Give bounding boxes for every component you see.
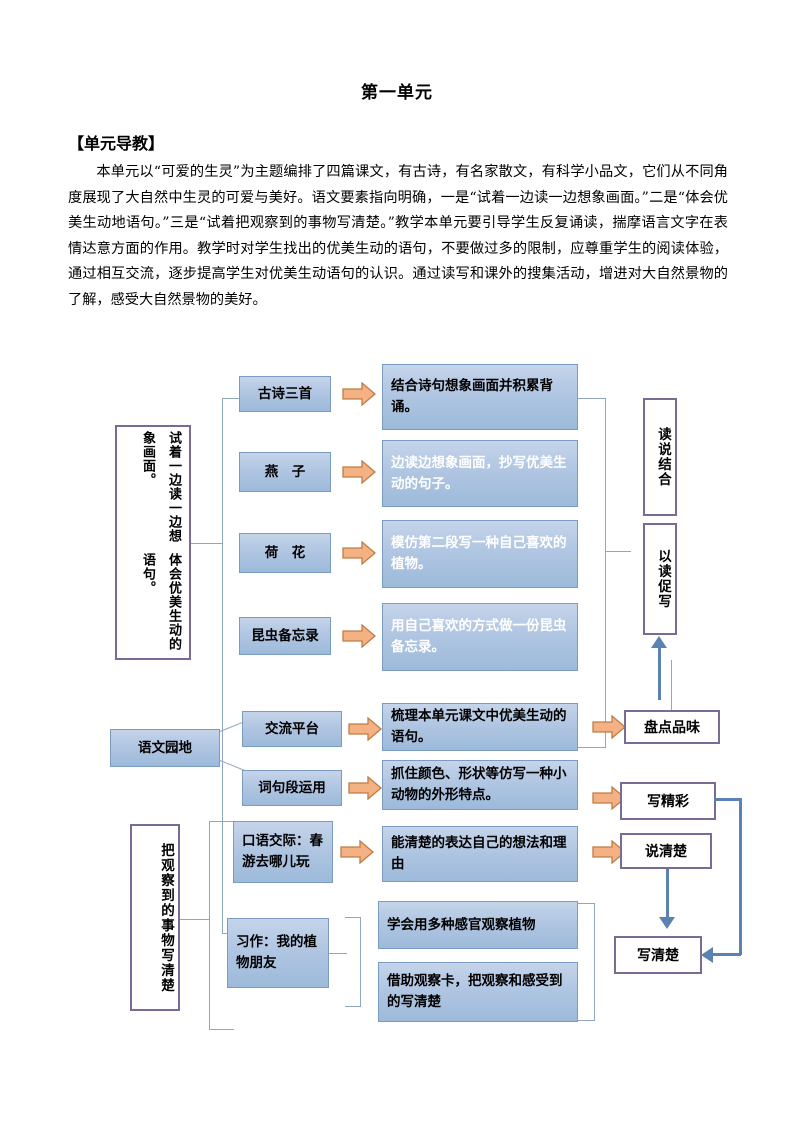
- oral-outcome-box: 能清楚的表达自己的想法和理由: [382, 826, 578, 882]
- orange-arrow-icon-1: [342, 382, 376, 406]
- connector-upper-collect-spine: [605, 398, 607, 748]
- outcome-text-1: 结合诗句想象画面并积累背诵。: [391, 378, 553, 415]
- oral-label: 口语交际：春游去哪儿玩: [242, 833, 323, 870]
- arrow-shaft-speak-to-write: [666, 869, 669, 919]
- connector-upper-collect-mid: [605, 551, 631, 553]
- garden-item-label-1: 交流平台: [265, 720, 319, 737]
- composition-outcome-box-1: 学会用多种感官观察植物: [378, 901, 578, 949]
- result-box-write-clear: 写清楚: [614, 936, 702, 974]
- connector-composition-top: [345, 917, 361, 919]
- composition-label: 习作：我的植物朋友: [236, 934, 317, 971]
- outcome-box-3: 模仿第二段写一种自己喜欢的植物。: [382, 520, 578, 588]
- page-title: 第一单元: [361, 83, 433, 103]
- connector-goal-trunk: [191, 543, 223, 545]
- outcome-box-1: 结合诗句想象画面并积累背诵。: [382, 364, 578, 430]
- outcome-box-2: 边读边想象画面，抄写优美生动的句子。: [382, 440, 578, 507]
- garden-outcome-text-2: 抓住颜色、形状等仿写一种小动物的外形特点。: [391, 766, 567, 803]
- arrowhead-up-icon: [651, 636, 667, 648]
- orange-arrow-icon-9: [592, 786, 626, 810]
- oral-outcome-text: 能清楚的表达自己的想法和理由: [391, 835, 567, 872]
- result-box-read-write: 以读促写: [643, 523, 677, 635]
- orange-arrow-icon-2: [342, 460, 376, 484]
- lesson-label-4: 昆虫备忘录: [251, 627, 319, 644]
- garden-item-box-1: 交流平台: [242, 711, 342, 747]
- result-label-inventory: 盘点品味: [644, 720, 700, 736]
- goal-reading-col2: 体会优美生动的语句。: [140, 552, 181, 651]
- arrow-shaft-writewell-in: [712, 953, 741, 956]
- result-label-read-speak: 读说结合: [655, 427, 671, 487]
- orange-arrow-icon-10: [592, 840, 626, 864]
- garden-outcome-text-1: 梳理本单元课文中优美生动的语句。: [391, 708, 567, 745]
- goal-box-writing: 把观察到的事物写清楚: [130, 824, 180, 1011]
- connector-writing-to-composition: [209, 1029, 234, 1031]
- connector-composition-spine: [360, 917, 362, 1007]
- composition-outcome-text-2: 借助观察卡，把观察和感受到的写清楚: [387, 973, 563, 1010]
- composition-box: 习作：我的植物朋友: [227, 918, 329, 988]
- result-label-read-write: 以读促写: [655, 549, 671, 609]
- orange-arrow-icon-5: [348, 717, 382, 741]
- connector-composition-collect-top: [578, 903, 595, 905]
- arrow-shaft-writewell-down: [739, 798, 742, 955]
- goal-reading-col1: 试着一边读一边想象画面。: [140, 431, 181, 543]
- connector-composition-bottom: [345, 1006, 361, 1008]
- connector-composition-stub: [329, 953, 347, 955]
- result-label-write-well: 写精彩: [647, 794, 689, 810]
- connector-writing-to-oral: [209, 821, 234, 823]
- connector-composition-collect-bottom: [578, 1020, 595, 1022]
- outcome-text-4: 用自己喜欢的方式做一份昆虫备忘录。: [391, 618, 567, 655]
- oral-box: 口语交际：春游去哪儿玩: [233, 821, 333, 883]
- result-label-speak-clear: 说清楚: [645, 844, 687, 860]
- result-label-write-clear: 写清楚: [637, 948, 679, 964]
- connector-lessons-spine: [222, 398, 224, 933]
- arrow-shaft-writewell-out: [714, 798, 742, 801]
- garden-label: 语文园地: [138, 739, 192, 756]
- lesson-label-3: 荷 花: [264, 544, 306, 561]
- outcome-text-2: 边读边想象画面，抄写优美生动的句子。: [391, 454, 567, 492]
- arrowhead-left-icon: [701, 947, 713, 963]
- lesson-box-2: 燕 子: [239, 452, 331, 492]
- orange-arrow-icon-7: [340, 840, 374, 864]
- connector-inventory-up: [671, 660, 673, 710]
- connector-writing-trunk: [180, 919, 210, 921]
- garden-outcome-box-2: 抓住颜色、形状等仿写一种小动物的外形特点。: [382, 760, 578, 810]
- lesson-box-4: 昆虫备忘录: [239, 617, 331, 655]
- goal-box-reading: 试着一边读一边想象画面。 体会优美生动的语句。: [115, 425, 191, 660]
- composition-outcome-text-1: 学会用多种感官观察植物: [387, 916, 536, 933]
- result-box-write-well: 写精彩: [620, 782, 716, 820]
- arrow-shaft-up-to-read-write: [658, 648, 661, 700]
- lesson-box-3: 荷 花: [239, 533, 331, 573]
- section-heading: 【单元导教】: [68, 134, 165, 153]
- result-box-inventory: 盘点品味: [624, 710, 720, 744]
- lesson-label-1: 古诗三首: [258, 385, 312, 402]
- garden-item-box-2: 词句段运用: [242, 770, 342, 806]
- connector-lesson-1: [222, 398, 246, 400]
- outcome-box-4: 用自己喜欢的方式做一份昆虫备忘录。: [382, 603, 578, 671]
- unit-intro-paragraph: 本单元以“可爱的生灵”为主题编排了四篇课文，有古诗，有名家散文，有科学小品文，它…: [68, 164, 728, 308]
- composition-outcome-box-2: 借助观察卡，把观察和感受到的写清楚: [378, 962, 578, 1022]
- goal-writing-label: 把观察到的事物写清楚: [158, 842, 174, 993]
- lesson-box-1: 古诗三首: [239, 376, 331, 412]
- outcome-text-3: 模仿第二段写一种自己喜欢的植物。: [391, 535, 567, 572]
- garden-item-label-2: 词句段运用: [258, 779, 326, 796]
- orange-arrow-icon-4: [342, 624, 376, 648]
- lesson-label-2: 燕 子: [264, 463, 306, 480]
- connector-composition-collect-spine: [594, 903, 596, 1021]
- connector-upper-collect-bottom: [578, 747, 606, 749]
- arrowhead-down-icon: [659, 917, 675, 929]
- garden-box: 语文园地: [110, 729, 220, 767]
- result-box-read-speak: 读说结合: [643, 398, 677, 516]
- garden-outcome-box-1: 梳理本单元课文中优美生动的语句。: [382, 703, 578, 751]
- orange-arrow-icon-6: [348, 776, 382, 800]
- connector-writing-spine: [209, 821, 211, 1029]
- connector-upper-collect-top: [578, 398, 606, 400]
- orange-arrow-icon-8: [592, 715, 626, 739]
- orange-arrow-icon-3: [342, 541, 376, 565]
- result-box-speak-clear: 说清楚: [620, 833, 712, 869]
